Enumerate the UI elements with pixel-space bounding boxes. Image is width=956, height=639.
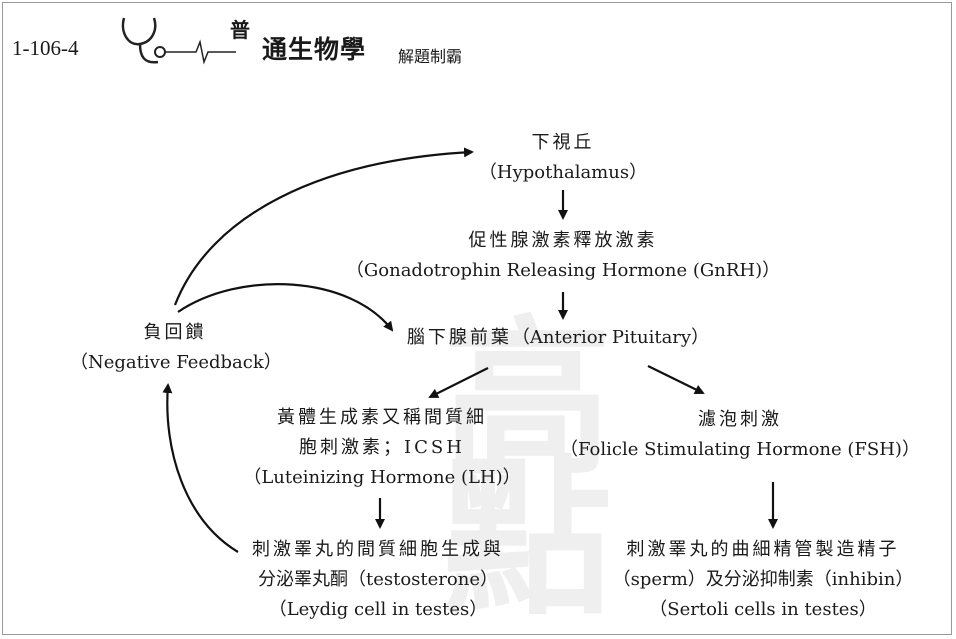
watermark: 高點 xyxy=(441,301,612,639)
stethoscope-logo-icon xyxy=(121,17,236,65)
arrow-pituitary-to-lh xyxy=(428,367,489,398)
lh-zh2: 胞刺激素；ICSH xyxy=(299,437,465,458)
arrow-feedback-to-hypothalamus xyxy=(173,147,474,306)
fsh-en: （Folicle Stimulating Hormone (FSH)） xyxy=(560,439,920,460)
logo-subtitle: 解題制霸 xyxy=(398,47,463,66)
logo-title-sup: 普 xyxy=(230,18,250,42)
node-fsh: 濾泡刺激 （Folicle Stimulating Hormone (FSH)） xyxy=(560,405,920,465)
node-leydig: 刺激睪丸的間質細胞生成與 分泌睪丸酮（testosterone） （Leydig… xyxy=(228,535,528,625)
node-lh: 黃體生成素又稱間質細 胞刺激素；ICSH （Luteinizing Hormon… xyxy=(232,403,532,493)
node-gnrh: 促性腺激素釋放激素 （Gonadotrophin Releasing Hormo… xyxy=(343,226,783,286)
lh-en: （Luteinizing Hormone (LH)） xyxy=(243,467,521,488)
sertoli-zh: 刺激睪丸的曲細精管製造精子 xyxy=(626,539,900,560)
hypothalamus-en: （Hypothalamus） xyxy=(478,162,648,183)
node-hypothalamus: 下視丘 （Hypothalamus） xyxy=(463,128,663,188)
arrow-feedback-to-pituitary xyxy=(177,283,394,332)
leydig-zh: 刺激睪丸的間質細胞生成與 xyxy=(252,539,504,560)
gnrh-zh: 促性腺激素釋放激素 xyxy=(468,230,658,251)
anterior-pituitary-en: （Anterior Pituitary） xyxy=(511,327,710,348)
sertoli-en: （Sertoli cells in testes） xyxy=(649,599,877,620)
negative-feedback-zh: 負回饋 xyxy=(143,322,207,343)
arrow-pituitary-to-fsh xyxy=(647,365,705,394)
page-id: 1-106-4 xyxy=(12,36,79,60)
anterior-pituitary-zh: 腦下腺前葉 xyxy=(406,327,512,348)
gnrh-en: （Gonadotrophin Releasing Hormone (GnRH)） xyxy=(345,260,781,281)
node-anterior-pituitary: 腦下腺前葉（Anterior Pituitary） xyxy=(378,323,738,353)
hypothalamus-zh: 下視丘 xyxy=(531,132,595,153)
leydig-en: （Leydig cell in testes） xyxy=(268,599,488,620)
arrow-leydig-to-feedback xyxy=(162,383,239,553)
fsh-zh: 濾泡刺激 xyxy=(698,409,782,430)
logo-title: 通生物學 xyxy=(262,35,367,64)
lh-zh: 黃體生成素又稱間質細 xyxy=(277,407,487,428)
leydig-zh2: 分泌睪丸酮（testosterone） xyxy=(257,569,498,590)
node-sertoli: 刺激睪丸的曲細精管製造精子 （sperm）及分泌抑制素（inhibin） （Se… xyxy=(578,535,948,625)
negative-feedback-en: （Negative Feedback） xyxy=(70,352,282,373)
node-negative-feedback: 負回饋 （Negative Feedback） xyxy=(70,318,282,378)
sertoli-zh2: （sperm）及分泌抑制素（inhibin） xyxy=(612,569,914,590)
